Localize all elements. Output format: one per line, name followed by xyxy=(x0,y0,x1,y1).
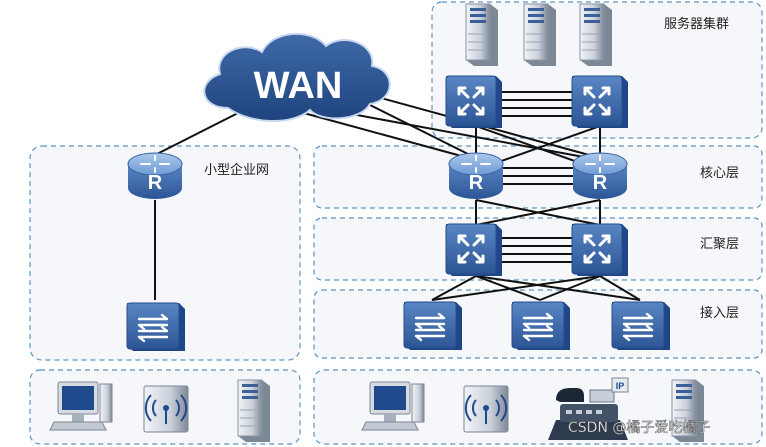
access-switch-1-icon xyxy=(402,300,464,352)
wireless-ap-left-icon xyxy=(143,385,189,433)
enterprise-router-icon xyxy=(127,152,183,200)
label-small-enterprise: 小型企业网 xyxy=(204,162,269,178)
small-enterprise-zone xyxy=(29,145,301,361)
wireless-ap-right-icon xyxy=(463,385,509,433)
core-router-left-icon xyxy=(448,152,504,200)
right-endpoint-zone xyxy=(313,369,763,445)
label-core-layer: 核心层 xyxy=(700,166,739,181)
enterprise-access-switch-icon xyxy=(125,301,187,353)
aggregation-switch-right-icon xyxy=(570,222,630,278)
core-router-right-icon xyxy=(572,152,628,200)
server-left-icon xyxy=(237,379,271,443)
csdn-watermark: CSDN @橘子爱吃橘子 xyxy=(568,420,710,436)
pc-left-icon xyxy=(49,381,113,431)
server-switch-left-icon xyxy=(444,74,504,130)
aggregation-switch-left-icon xyxy=(444,222,504,278)
access-switch-2-icon xyxy=(510,300,572,352)
server-switch-right-icon xyxy=(570,74,630,130)
access-switch-3-icon xyxy=(610,300,672,352)
label-aggregation-layer: 汇聚层 xyxy=(700,237,739,252)
label-access-layer: 接入层 xyxy=(700,305,739,321)
server-2-icon xyxy=(523,3,557,67)
wan-cloud: WAN xyxy=(203,33,391,122)
server-1-icon xyxy=(465,3,499,67)
server-cluster-zone xyxy=(431,1,763,139)
aggregation-layer-zone xyxy=(313,217,763,281)
pc-right-icon xyxy=(361,381,425,431)
wan-label: WAN xyxy=(254,65,343,107)
server-3-icon xyxy=(579,3,613,67)
label-server-cluster: 服务器集群 xyxy=(664,16,729,32)
